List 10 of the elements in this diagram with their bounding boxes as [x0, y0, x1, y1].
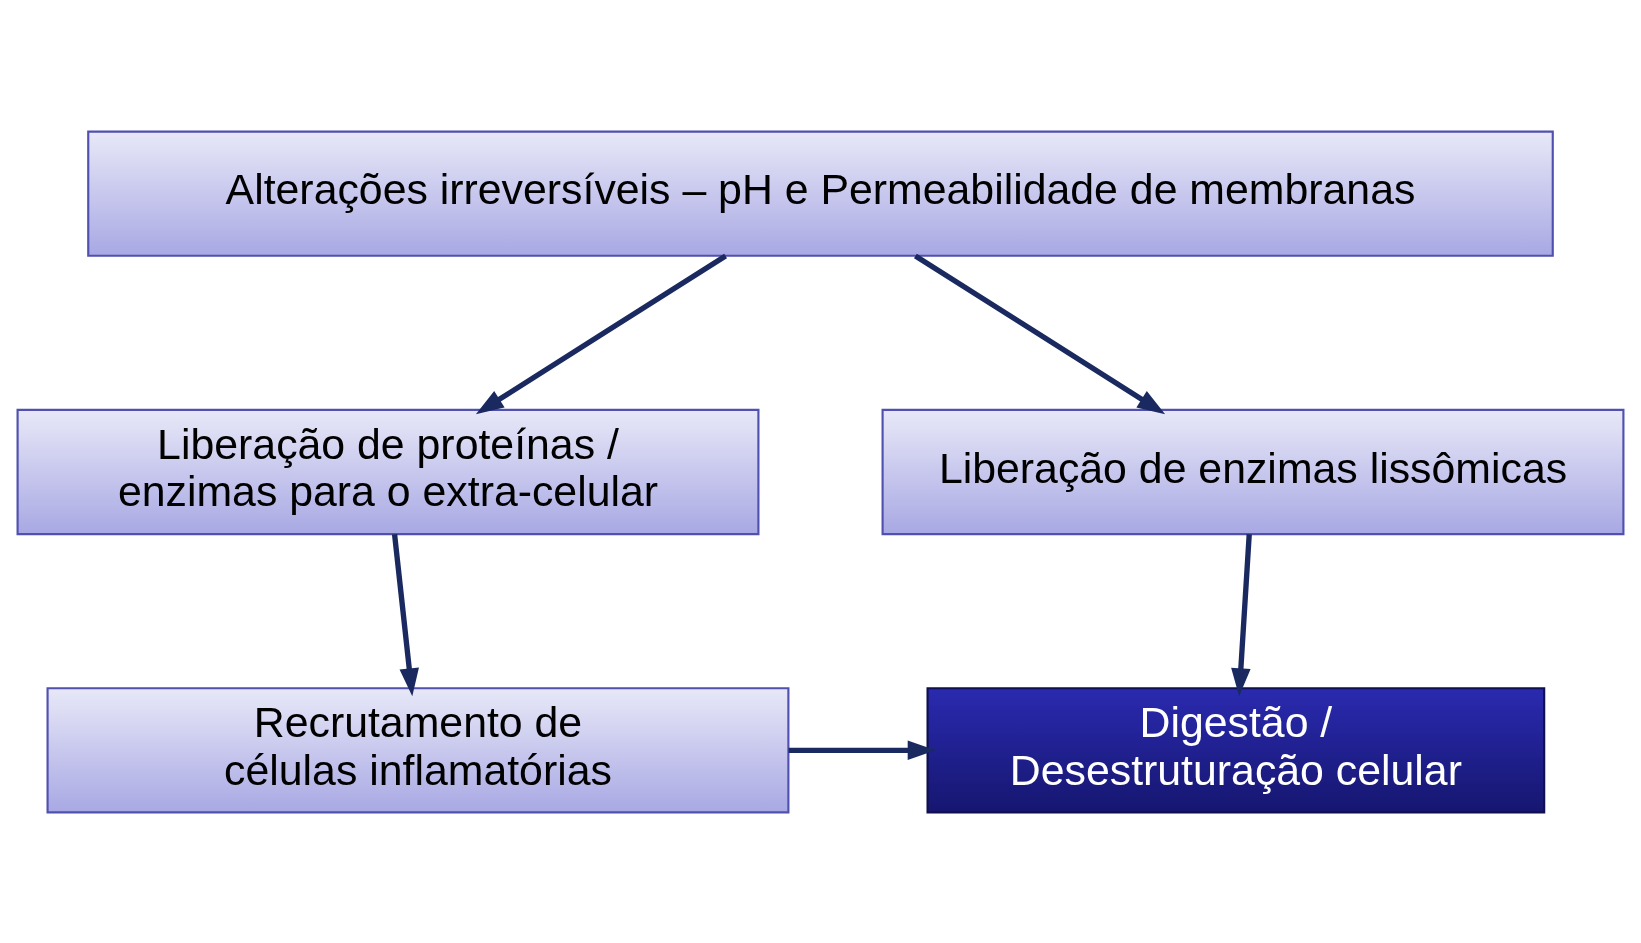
node-box: Recrutamento de células inflamatórias: [46, 686, 790, 813]
node-box: Liberação de proteínas / enzimas para o extra-celular: [16, 408, 760, 535]
arrow: [391, 533, 419, 696]
arrow: [1231, 533, 1252, 696]
node-box: Digestão / Desestruturação celular: [926, 686, 1546, 813]
node-box: Liberação de enzimas lissômicas: [881, 408, 1625, 535]
arrow: [475, 253, 727, 414]
arrow: [788, 740, 936, 760]
node-box: Alterações irreversíveis – pH e Permeabilidade de membranas: [87, 130, 1554, 257]
arrow: [914, 253, 1166, 414]
